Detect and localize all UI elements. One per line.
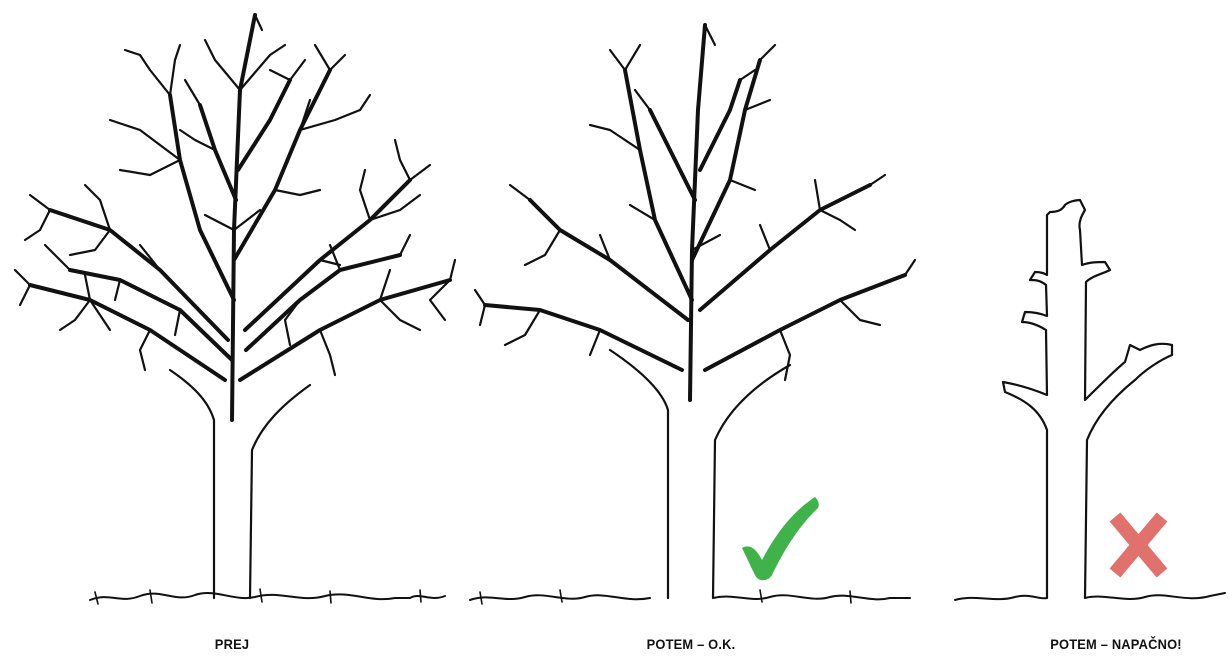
cross-icon: [1115, 517, 1162, 573]
checkmark-icon: [742, 497, 819, 580]
tree-before: [15, 15, 455, 604]
caption-after-wrong: POTEM – NAPAČNO!: [1042, 636, 1189, 652]
tree-after-ok: [470, 25, 915, 604]
caption-after-ok: POTEM – O.K.: [636, 636, 746, 652]
caption-before: PREJ: [214, 636, 251, 652]
tree-after-wrong: [955, 200, 1225, 600]
